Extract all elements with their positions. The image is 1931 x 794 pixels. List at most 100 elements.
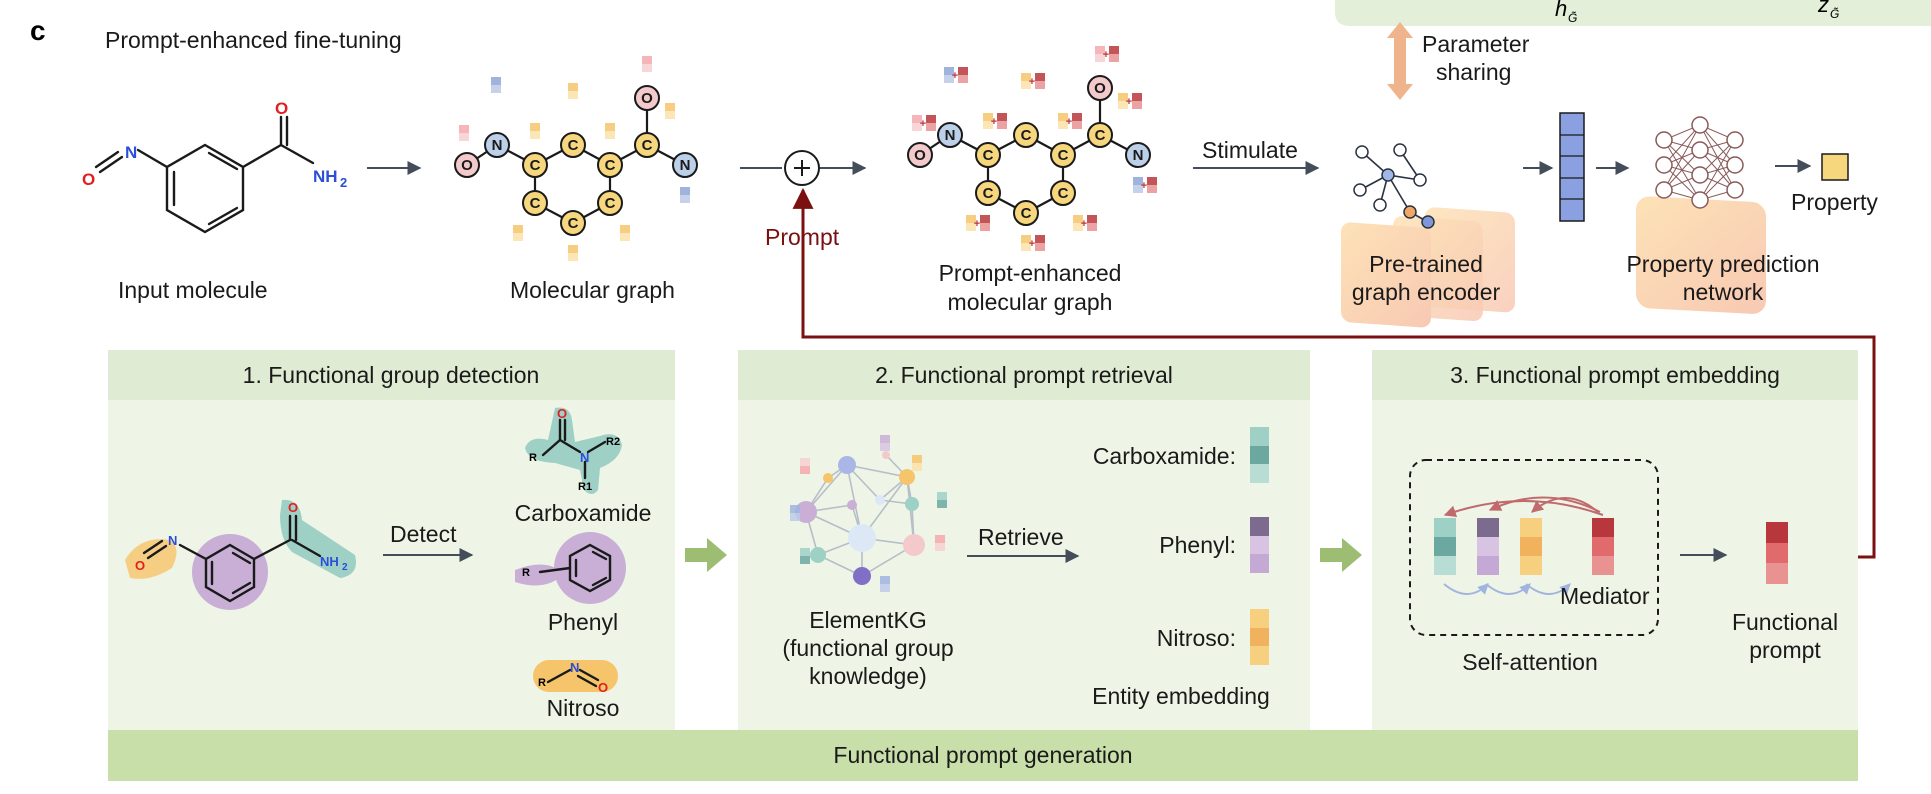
prompt-feature-c5 bbox=[1035, 235, 1045, 243]
phenyl-embedding bbox=[1250, 517, 1269, 573]
atom-c2 bbox=[1013, 122, 1039, 148]
node-feature-c1 bbox=[983, 113, 993, 121]
nitroso-o-atom: O bbox=[135, 558, 145, 573]
carboxamide-o: O bbox=[557, 406, 567, 421]
kg-feature bbox=[800, 548, 810, 556]
kg-node bbox=[823, 473, 833, 483]
prompt-feature-c3 bbox=[1072, 113, 1082, 121]
atom-n1 bbox=[937, 122, 963, 148]
node-feature-n1 bbox=[491, 77, 501, 85]
svg-text:+: + bbox=[952, 70, 958, 82]
atom-c7-label: C bbox=[1095, 127, 1106, 144]
attention-mutual bbox=[1525, 583, 1571, 595]
kg-node bbox=[847, 500, 857, 510]
group-carboxamide: Carboxamide bbox=[515, 500, 652, 526]
kg-node bbox=[875, 495, 885, 505]
encoder-label-line1: Pre-trained bbox=[1369, 251, 1483, 277]
attention-to-mediator bbox=[1488, 496, 1601, 513]
kg-edge bbox=[846, 464, 908, 478]
entity-carboxamide: Carboxamide: bbox=[1093, 443, 1236, 469]
predictor-neuron bbox=[1655, 156, 1673, 174]
oxygen-atom: O bbox=[82, 170, 95, 189]
node-feature-c4 bbox=[1073, 215, 1083, 223]
kg-feature bbox=[790, 505, 800, 513]
oxygen-atom-carbonyl: O bbox=[275, 99, 288, 118]
atom-c6 bbox=[975, 180, 1001, 206]
parameter-sharing-line1: Parameter bbox=[1422, 31, 1530, 57]
panel-title: Prompt-enhanced fine-tuning bbox=[105, 27, 402, 53]
entity-phenyl: Phenyl: bbox=[1159, 532, 1236, 558]
kg-node bbox=[838, 456, 856, 474]
parameter-sharing-arrow bbox=[1387, 22, 1413, 100]
retrieval-header-text: 2. Functional prompt retrieval bbox=[875, 362, 1173, 388]
carboxamide-fragment: R O N R2 R1 bbox=[525, 406, 622, 494]
svg-text:+: + bbox=[991, 116, 997, 128]
kg-node bbox=[882, 451, 890, 459]
kg-node bbox=[848, 524, 876, 552]
section-embedding-header bbox=[1372, 350, 1858, 400]
kg-label-line1: ElementKG bbox=[809, 607, 927, 633]
atom-c6 bbox=[522, 190, 548, 216]
kg-label-line3: knowledge) bbox=[809, 663, 927, 689]
attention-vector bbox=[1477, 518, 1499, 537]
atom-c4-label: C bbox=[1058, 185, 1069, 202]
node-feature-o1 bbox=[912, 115, 922, 123]
atom-c4 bbox=[597, 190, 623, 216]
node-feature-n1 bbox=[944, 67, 954, 75]
node-feature-c5 bbox=[1021, 235, 1031, 243]
phenyl-r: R bbox=[522, 567, 530, 579]
atom-n2-label: N bbox=[1133, 147, 1144, 164]
functional-prompt-label-line2: prompt bbox=[1749, 637, 1821, 663]
input-molecule: N O O NH 2 bbox=[82, 99, 347, 234]
panel-letter: c bbox=[30, 15, 46, 46]
atom-c5 bbox=[1013, 200, 1039, 226]
atom-c5-label: C bbox=[1021, 205, 1032, 222]
amine-subscript: 2 bbox=[340, 175, 347, 190]
node-feature-c6 bbox=[513, 225, 523, 233]
graph-embedding-vector bbox=[1559, 112, 1585, 222]
svg-text:+: + bbox=[1103, 49, 1109, 61]
nitroso-fragment: R N O bbox=[533, 660, 618, 695]
attention-mutual bbox=[1485, 583, 1531, 595]
node-feature-n2 bbox=[680, 187, 690, 195]
atom-c2-label: C bbox=[1021, 127, 1032, 144]
kg-feature bbox=[880, 576, 890, 584]
svg-text:+: + bbox=[1029, 238, 1035, 250]
encoder-card bbox=[1341, 222, 1431, 328]
kg-label-line2: (functional group bbox=[782, 635, 953, 661]
nitroso-o: O bbox=[598, 680, 608, 695]
nitroso-n-atom: N bbox=[168, 533, 177, 548]
atom-o1-label: O bbox=[914, 147, 926, 164]
node-feature-c4 bbox=[620, 225, 630, 233]
atom-o2-label: O bbox=[641, 90, 653, 107]
predictor-neuron bbox=[1726, 131, 1744, 149]
kg-node bbox=[899, 469, 915, 485]
footer-bar bbox=[108, 730, 1858, 781]
stimulate-label: Stimulate bbox=[1202, 137, 1298, 163]
node-feature-o1 bbox=[459, 125, 469, 133]
atom-c6-label: C bbox=[983, 185, 994, 202]
predictor-neuron bbox=[1655, 181, 1673, 199]
property-prediction-network bbox=[1636, 116, 1766, 314]
self-attention-label: Self-attention bbox=[1462, 649, 1598, 675]
node-feature-o2 bbox=[1095, 46, 1105, 54]
upper-panel-fragment: h G̃ z G̃ bbox=[1335, 0, 1931, 26]
node-feature-c7 bbox=[665, 103, 675, 111]
carbonyl-o-atom: O bbox=[288, 500, 298, 515]
node-feature-c2 bbox=[568, 83, 578, 91]
kg-node bbox=[810, 547, 826, 563]
atom-c4-label: C bbox=[605, 195, 616, 212]
encoder-node bbox=[1373, 198, 1387, 212]
node-feature-c1 bbox=[530, 123, 540, 131]
node-feature-c5 bbox=[568, 245, 578, 253]
amide-n-atom: NH bbox=[320, 554, 339, 569]
detection-header-text: 1. Functional group detection bbox=[243, 362, 540, 388]
predictor-neuron bbox=[1726, 181, 1744, 199]
section-detection-header bbox=[108, 350, 675, 400]
atom-c1-label: C bbox=[530, 157, 541, 174]
h-symbol: h bbox=[1555, 0, 1567, 21]
predictor-label-line2: network bbox=[1683, 279, 1764, 305]
atom-n2 bbox=[1125, 142, 1151, 168]
kg-feature bbox=[880, 435, 890, 443]
retrieve-label: Retrieve bbox=[978, 524, 1064, 550]
